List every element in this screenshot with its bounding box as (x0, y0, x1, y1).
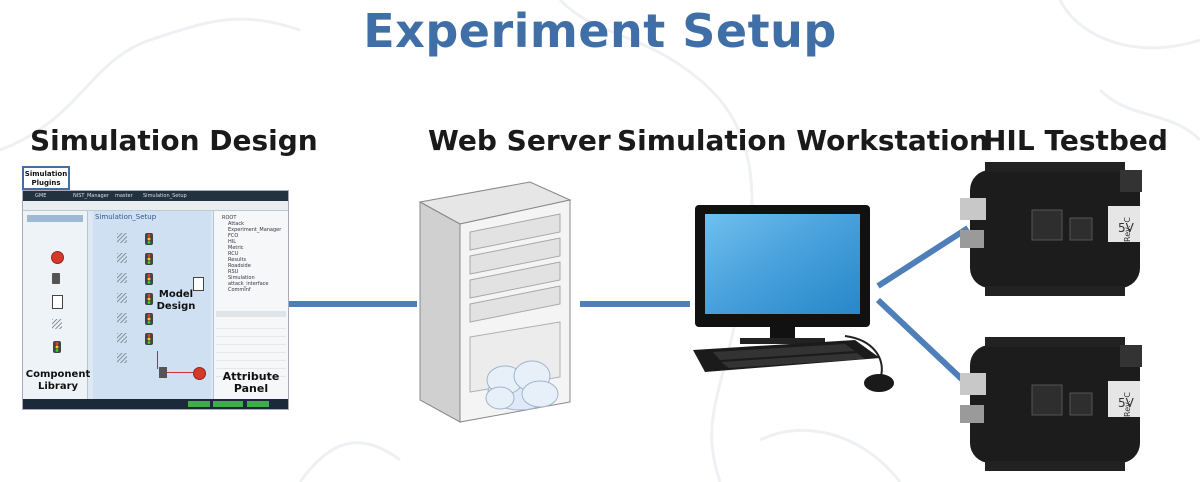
hil-component-icon (52, 273, 60, 284)
metric-node-icon (193, 277, 204, 291)
board-5v-label: 5V (1118, 221, 1135, 235)
tree-item: HIL (228, 239, 237, 245)
plugins-label-line1: Simulation (24, 170, 68, 178)
connector-sim-to-server (287, 301, 417, 307)
grid-node-icon (117, 253, 127, 263)
workstation-computer-icon (693, 205, 894, 392)
hil-link (157, 351, 158, 369)
board-rev-label: Rev. C (1123, 217, 1132, 242)
attr-tabs (216, 311, 286, 317)
model-design-line2: Design (156, 301, 196, 312)
model-design-line1: Model (158, 289, 194, 300)
hil-board-icon-top: 5V Rev. C (960, 162, 1142, 296)
tree-item: Attack (228, 221, 244, 227)
attribute-panel-line1: Attribute (222, 370, 280, 383)
grid-node-icon (117, 313, 127, 323)
app-toolbar (23, 201, 288, 211)
traffic-light-icon (145, 333, 153, 345)
attack-link (167, 372, 193, 373)
cloud-icon (485, 360, 559, 411)
hil-node-icon (159, 367, 167, 378)
breadcrumb-2: master (115, 193, 133, 199)
traffic-light-icon (145, 233, 153, 245)
section-web-server-label: Web Server (428, 124, 611, 157)
attack-component-icon (51, 251, 64, 264)
component-library-line1: Component (25, 369, 91, 380)
traffic-light-icon (145, 293, 153, 305)
section-simulation-design-label: Simulation Design (30, 124, 318, 157)
section-hil-testbed-label: HIL Testbed (983, 124, 1168, 157)
grid-node-icon (117, 353, 127, 363)
simulation-design-screenshot: GME NIST_Manager master Simulation_Setup… (22, 190, 289, 410)
canvas-tab-title: Simulation_Setup (95, 213, 157, 221)
board-rev-label: Rev. C (1123, 392, 1132, 417)
traffic-light-icon (145, 313, 153, 325)
app-titlebar: GME NIST_Manager master Simulation_Setup (23, 191, 288, 201)
breadcrumb-3: Simulation_Setup (143, 193, 187, 199)
model-design-canvas: Simulation_Setup (93, 211, 211, 399)
rsu-component-icon (53, 341, 61, 353)
breadcrumb-0: GME (35, 193, 47, 199)
status-badge (188, 401, 210, 407)
attribute-panel: ROOT Attack Experiment_Manager FCO HIL M… (213, 211, 288, 399)
attribute-panel-line2: Panel (233, 382, 269, 395)
rcu-component-icon (52, 319, 62, 329)
grid-node-icon (117, 233, 127, 243)
tree-item: Results (228, 257, 247, 263)
tree-item: attack_interface (228, 281, 269, 287)
grid-node-icon (117, 293, 127, 303)
tree-item: Roadside (228, 263, 251, 269)
tree-item: Experiment_Manager (228, 227, 282, 233)
page-title: Experiment Setup (363, 4, 837, 58)
grid-node-icon (117, 333, 127, 343)
tree-item: RCU (228, 251, 239, 257)
section-simulation-workstation-label: Simulation Workstation (617, 124, 989, 157)
component-library-panel (23, 211, 88, 399)
model-design-label: Model Design (151, 289, 201, 313)
plugins-label-line2: Plugins (31, 179, 61, 187)
component-library-line2: Library (37, 381, 79, 392)
tree-item: CommInf (228, 287, 251, 293)
web-server-icon (418, 181, 572, 423)
traffic-light-icon (145, 273, 153, 285)
tree-item: FCO (228, 233, 239, 239)
grid-node-icon (117, 273, 127, 283)
traffic-light-icon (145, 253, 153, 265)
connector-workstation-to-hil (875, 225, 971, 388)
component-library-label: Component Library (25, 369, 91, 393)
tree-item: ROOT (222, 215, 237, 221)
tree-item: RSU (228, 269, 239, 275)
attack-node-icon (193, 367, 206, 380)
metric-component-icon (52, 295, 63, 309)
tree-item: Simulation (228, 275, 255, 281)
app-statusbar (23, 399, 288, 409)
status-badge (213, 401, 243, 407)
attr-rows (216, 321, 286, 381)
connector-server-to-workstation (580, 301, 690, 307)
tree-item: Metric (228, 245, 244, 251)
status-badge (247, 401, 269, 407)
attribute-panel-label: Attribute Panel (218, 371, 284, 395)
breadcrumb-1: NIST_Manager (73, 193, 109, 199)
library-header (27, 215, 83, 222)
hil-board-icon-bottom: 5V Rev. C (960, 337, 1142, 471)
simulation-plugins-callout: Simulation Plugins (22, 166, 70, 190)
board-5v-label: 5V (1118, 396, 1135, 410)
